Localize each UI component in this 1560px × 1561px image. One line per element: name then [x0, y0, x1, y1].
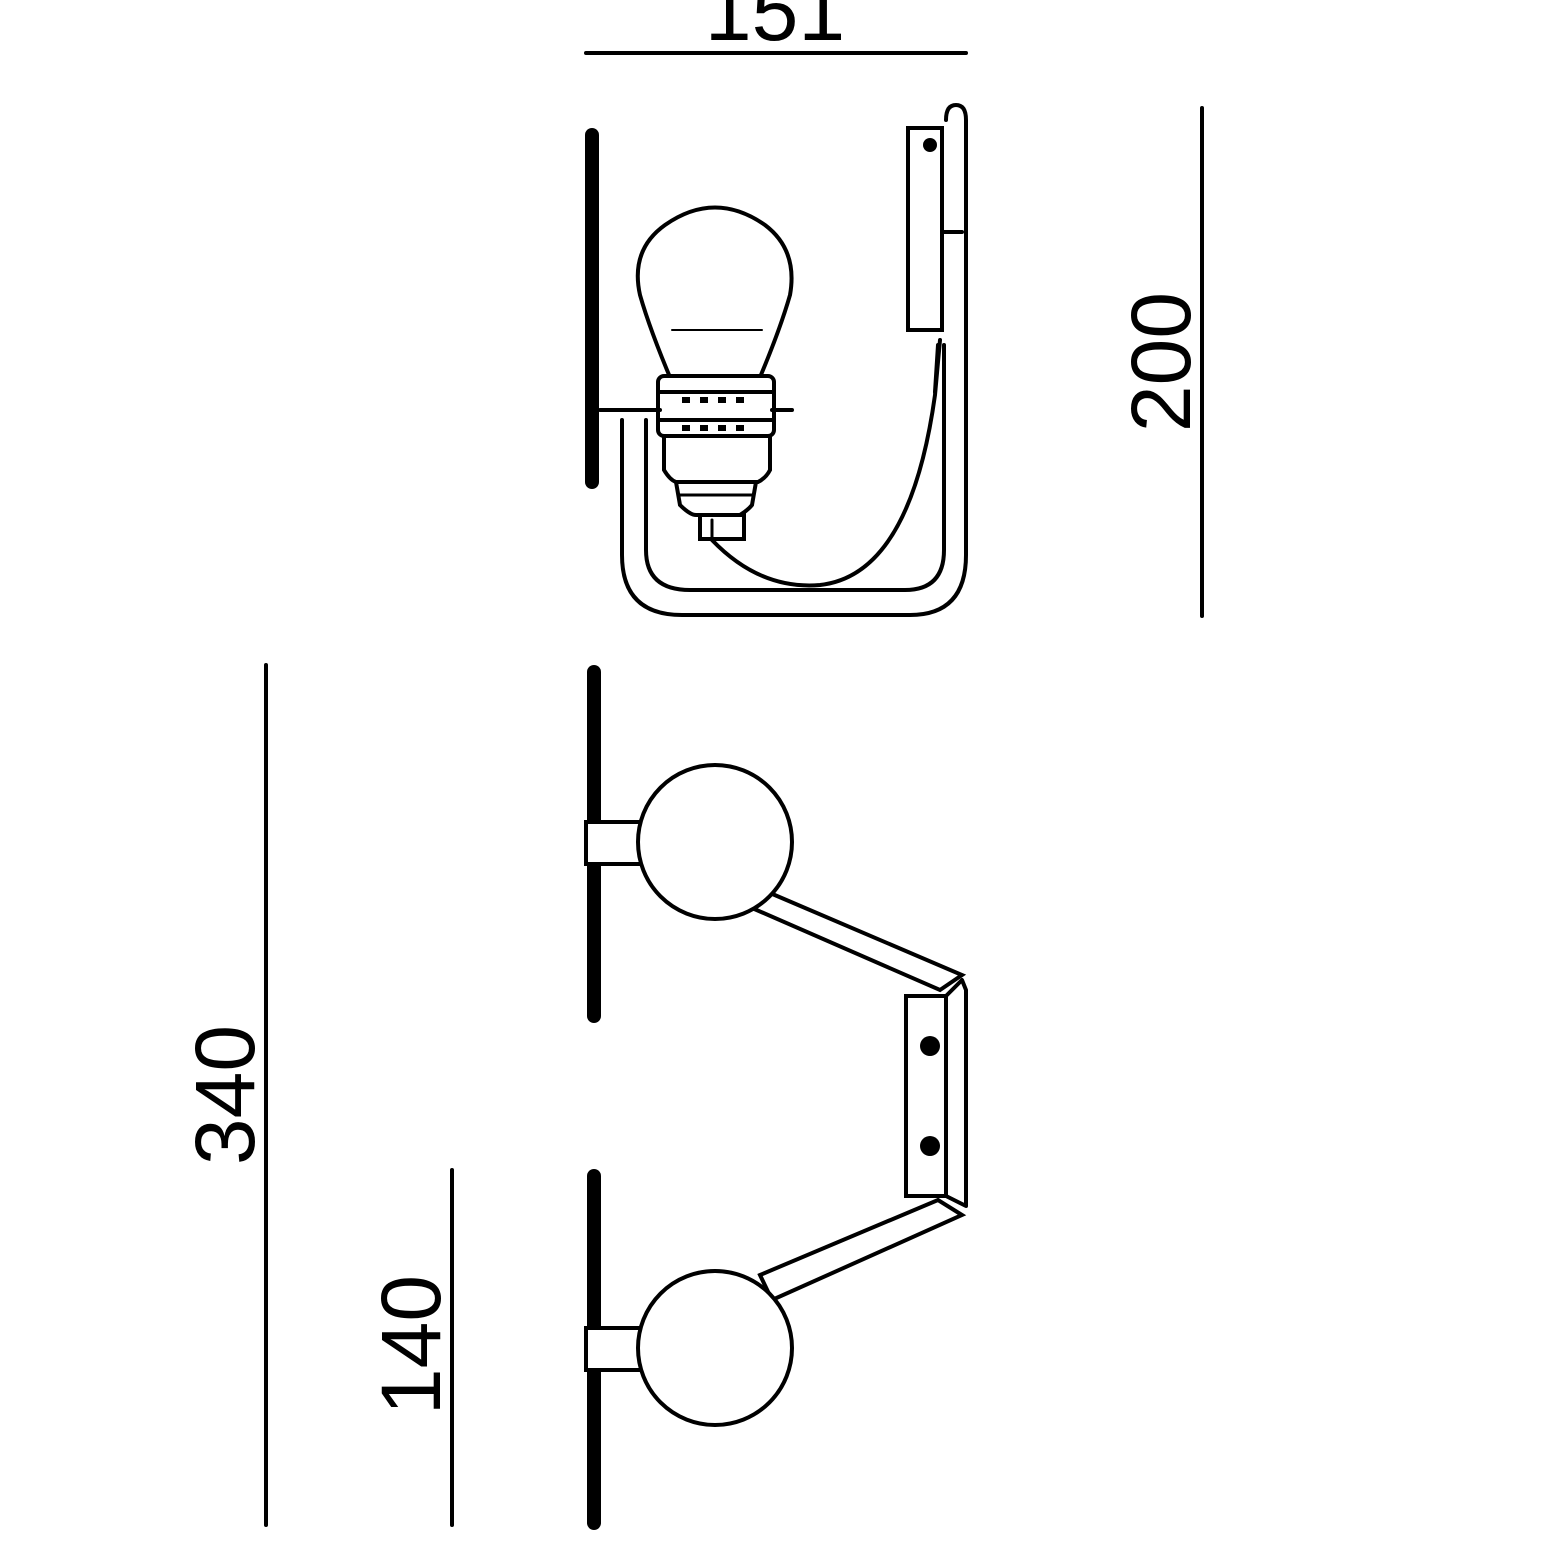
arm-length-dimension-label: 140	[364, 1275, 458, 1415]
total-length-dimension-label: 340	[178, 1025, 272, 1165]
mounting-block	[906, 126, 944, 332]
upper-stem	[584, 820, 644, 866]
side-view: 151	[584, 0, 1208, 618]
lower-arm	[757, 1197, 967, 1303]
screw-top	[923, 138, 937, 152]
height-dimension-label: 200	[1114, 292, 1208, 432]
screw-1	[920, 1036, 940, 1056]
u-frame-inner	[644, 343, 946, 592]
plan-view: 340 140	[178, 663, 968, 1530]
upper-arm	[748, 890, 967, 993]
central-block	[904, 994, 948, 1198]
lower-stem	[584, 1326, 644, 1372]
cable	[710, 338, 942, 588]
bulb-glass	[635, 205, 794, 384]
upper-globe	[636, 763, 794, 921]
u-frame-outer	[620, 103, 968, 617]
width-dimension-label: 151	[705, 0, 845, 58]
bulb-socket	[648, 374, 794, 541]
lower-globe	[636, 1269, 794, 1427]
screw-2	[920, 1136, 940, 1156]
